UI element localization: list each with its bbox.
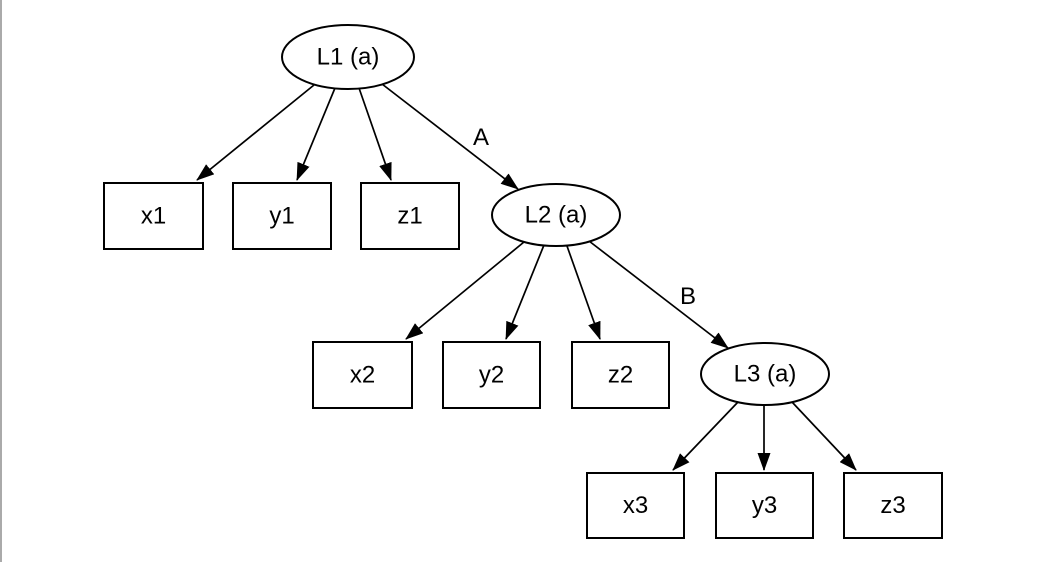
z3-box-shape <box>843 472 943 539</box>
node-label-x3: x3 <box>623 492 648 519</box>
node-z2: z2 <box>571 341 670 409</box>
edge-label-B: B <box>680 283 696 310</box>
edge-L1-z1 <box>358 87 392 181</box>
node-z3: z3 <box>843 472 943 539</box>
edge-line-L1-L2 <box>381 83 519 190</box>
edge-L2-y2 <box>505 244 545 340</box>
edge-line-L1-z1 <box>358 87 392 181</box>
edge-line-L3-x3 <box>672 401 739 471</box>
window-left-border <box>0 0 2 562</box>
x2-box-shape <box>312 341 413 409</box>
edge-L3-x3 <box>672 401 739 471</box>
node-label-x2: x2 <box>350 362 375 389</box>
node-label-x1: x1 <box>141 203 166 230</box>
node-label-y3: y3 <box>752 492 777 519</box>
node-x2: x2 <box>312 341 413 409</box>
node-L2: L2 (a) <box>491 183 621 247</box>
node-y1: y1 <box>232 182 332 250</box>
edge-L2-z2 <box>566 245 601 340</box>
node-L3: L3 (a) <box>700 342 830 406</box>
edge-label-A: A <box>473 124 489 151</box>
y2-box-shape <box>442 341 541 409</box>
edge-line-L2-z2 <box>566 245 601 340</box>
edge-line-L2-y2 <box>505 244 545 340</box>
edge-line-L1-y1 <box>296 87 336 181</box>
y3-box-shape <box>715 472 814 539</box>
node-x1: x1 <box>103 182 204 250</box>
edge-line-L1-x1 <box>196 84 315 181</box>
edge-L2-x2 <box>405 241 525 340</box>
node-label-y2: y2 <box>479 362 504 389</box>
node-label-L3: L3 (a) <box>734 361 797 388</box>
edge-line-L2-x2 <box>405 241 525 340</box>
node-y2: y2 <box>442 341 541 409</box>
x1-box-shape <box>103 182 204 250</box>
edge-L1-y1 <box>296 87 336 181</box>
L1-ellipse-shape <box>281 24 415 90</box>
edge-L1-L2: A <box>381 83 519 190</box>
node-label-y1: y1 <box>269 203 294 230</box>
node-z1: z1 <box>360 182 460 250</box>
node-y3: y3 <box>715 472 814 539</box>
x3-box-shape <box>586 472 685 539</box>
z2-box-shape <box>571 341 670 409</box>
node-label-z2: z2 <box>608 362 633 389</box>
edge-L3-z3 <box>791 401 857 471</box>
edge-line-L2-L3 <box>588 240 729 349</box>
L3-ellipse-shape <box>700 342 830 406</box>
y1-box-shape <box>232 182 332 250</box>
L2-ellipse-shape <box>491 183 621 247</box>
node-L1: L1 (a) <box>281 24 415 90</box>
node-label-L2: L2 (a) <box>525 202 588 229</box>
node-x3: x3 <box>586 472 685 539</box>
node-label-z3: z3 <box>880 492 905 519</box>
z1-box-shape <box>360 182 460 250</box>
node-label-L1: L1 (a) <box>317 44 380 71</box>
edge-L1-x1 <box>196 84 315 181</box>
edge-line-L3-z3 <box>791 401 857 471</box>
edge-L2-L3: B <box>588 240 729 349</box>
node-label-z1: z1 <box>397 203 422 230</box>
